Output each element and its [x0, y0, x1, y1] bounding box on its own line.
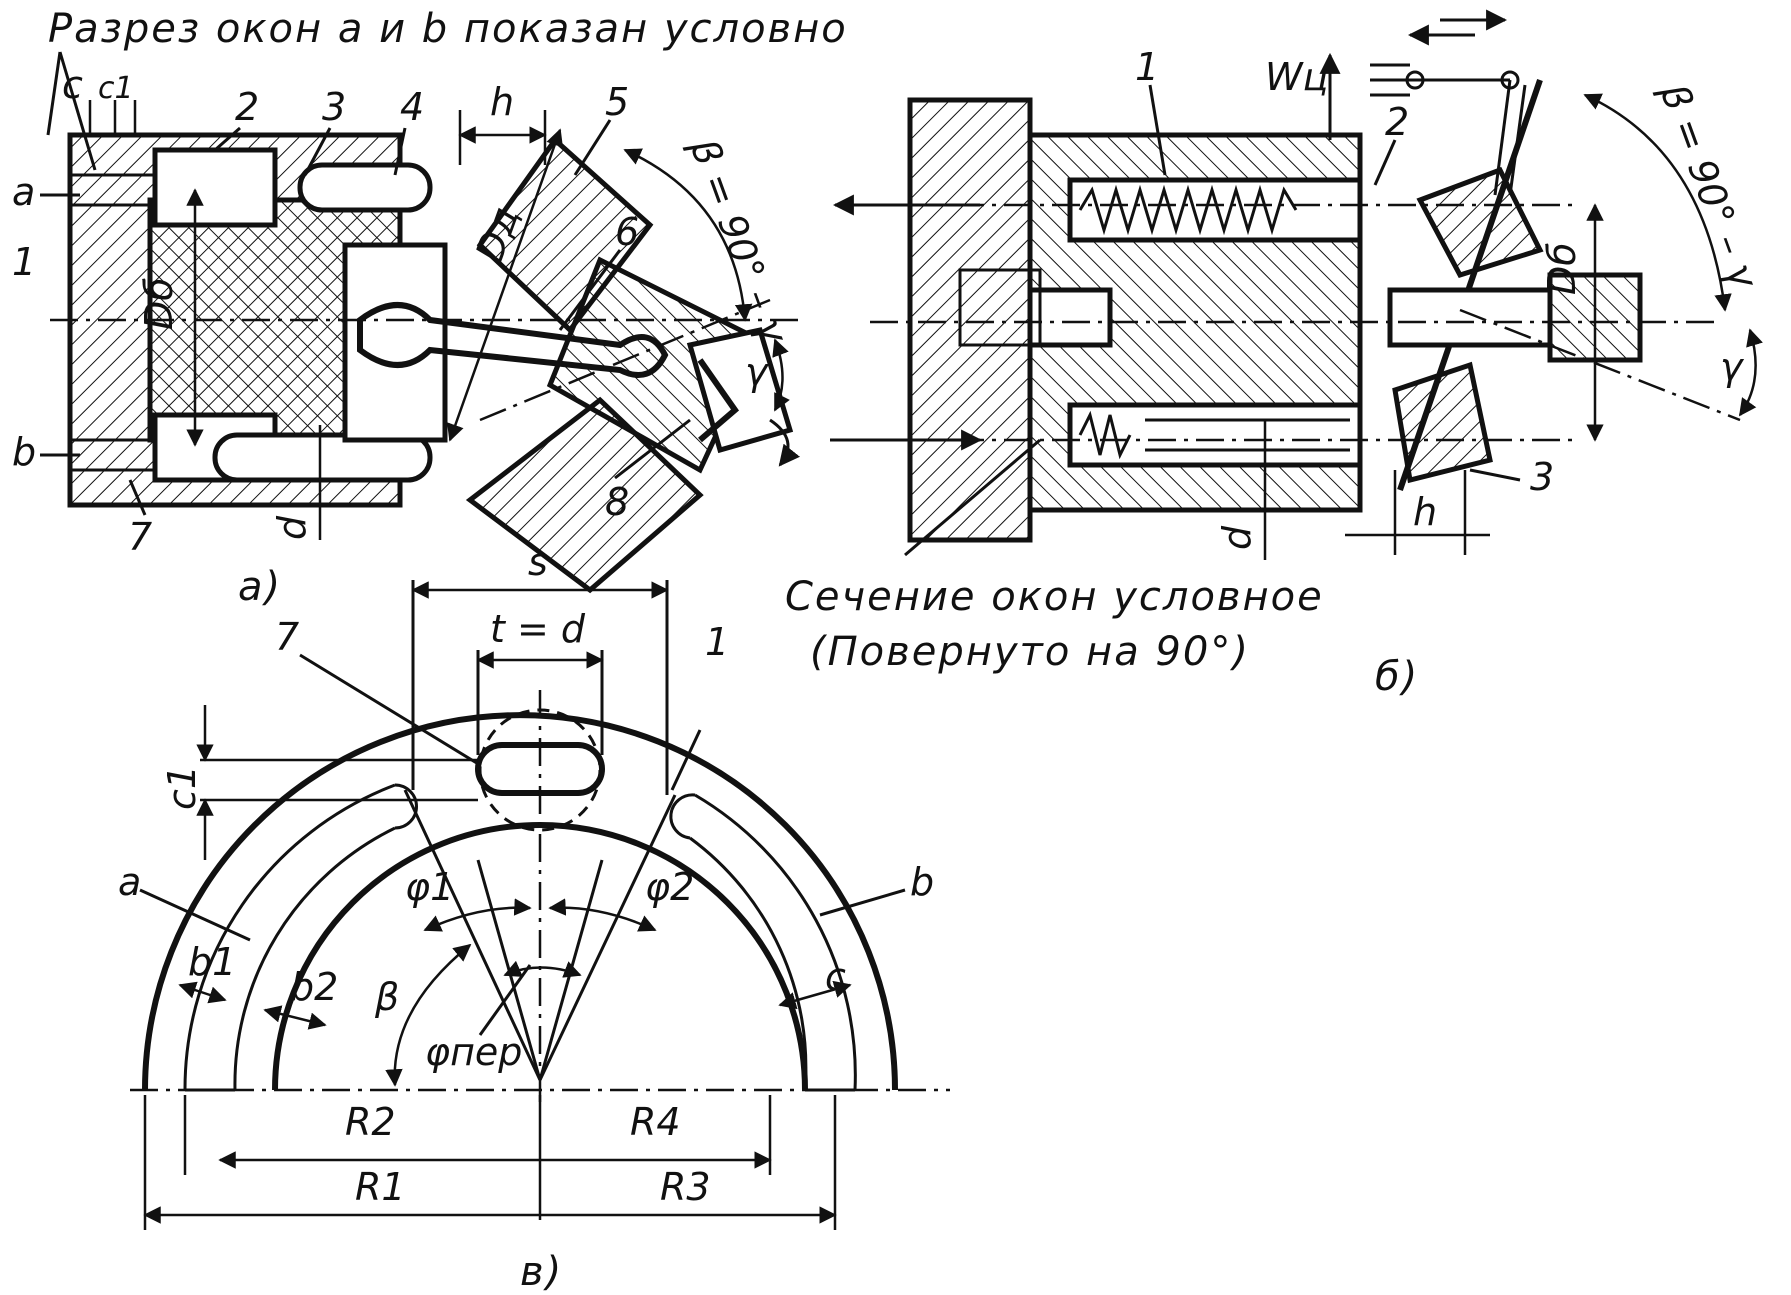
label-a-3: 3 [322, 85, 346, 129]
label-a-2: 2 [235, 85, 259, 129]
label-c-phi2: φ2 [645, 865, 694, 909]
label-a-8: 8 [605, 480, 629, 524]
label-c-t: t = d [490, 607, 586, 651]
label-a-c1: c1 [98, 71, 134, 106]
label-a-7: 7 [128, 515, 152, 559]
note-window-section: Разрез окон a и b показан условно [48, 6, 848, 52]
label-c-c1: c1 [160, 765, 204, 810]
label-c-s: s [528, 540, 548, 584]
label-a-h: h [490, 80, 514, 124]
note-window-section-conditional: Сечение окон условное [785, 574, 1324, 620]
label-c-phi1: φ1 [405, 865, 454, 909]
label-b-Wc: Wц [1265, 55, 1328, 99]
label-c-7: 7 [275, 615, 299, 659]
caption-view-b: б) [1375, 654, 1419, 700]
label-a-a: a [12, 170, 35, 214]
label-c-beta: β [374, 975, 399, 1019]
label-b-2: 2 [1385, 100, 1409, 144]
label-c-phiper: φпер [425, 1030, 522, 1074]
label-c-a: a [118, 860, 141, 904]
view-a-axial-piston-unit: c c1 2 3 4 h 5 a 1 Dб Dд 6 β = 90° – γ γ… [12, 63, 801, 610]
label-c-b2: b2 [290, 965, 338, 1009]
view-b-axial-piston-unit: Wц 1 2 β = 90° – γ Dб γ 3 h d Сечение ок… [785, 9, 1767, 700]
label-b-Db: Dб [1540, 242, 1584, 295]
label-c-b: b [910, 860, 934, 904]
label-c-c: c [825, 955, 846, 999]
view-c-valve-plate: s t = d 7 1 c1 a b φ1 φ2 b1 b2 c β φпер … [118, 540, 950, 1295]
label-c-R3: R3 [660, 1165, 711, 1209]
label-c-1: 1 [705, 620, 729, 664]
label-a-gamma: γ [745, 350, 770, 394]
label-a-Db: Dб [137, 277, 181, 330]
label-b-3: 3 [1530, 455, 1554, 499]
label-b-h: h [1413, 490, 1437, 534]
label-c-R4: R4 [630, 1100, 681, 1144]
label-b-1: 1 [1135, 45, 1159, 89]
label-a-4: 4 [400, 85, 424, 129]
caption-view-a: а) [238, 564, 282, 610]
label-c-R1: R1 [355, 1165, 406, 1209]
label-a-c: c [62, 63, 83, 107]
label-a-b: b [12, 430, 36, 474]
label-a-d: d [270, 515, 314, 540]
label-a-6: 6 [615, 210, 639, 254]
label-b-gamma: γ [1720, 345, 1745, 389]
note-rotated-90: (Повернуто на 90°) [810, 629, 1250, 675]
label-b-beta: β = 90° – γ [1651, 77, 1766, 296]
label-a-1: 1 [12, 240, 36, 284]
label-b-d: d [1215, 525, 1259, 550]
label-c-b1: b1 [188, 940, 236, 984]
label-a-5: 5 [605, 80, 629, 124]
label-c-R2: R2 [345, 1100, 396, 1144]
caption-view-c: в) [520, 1249, 563, 1295]
